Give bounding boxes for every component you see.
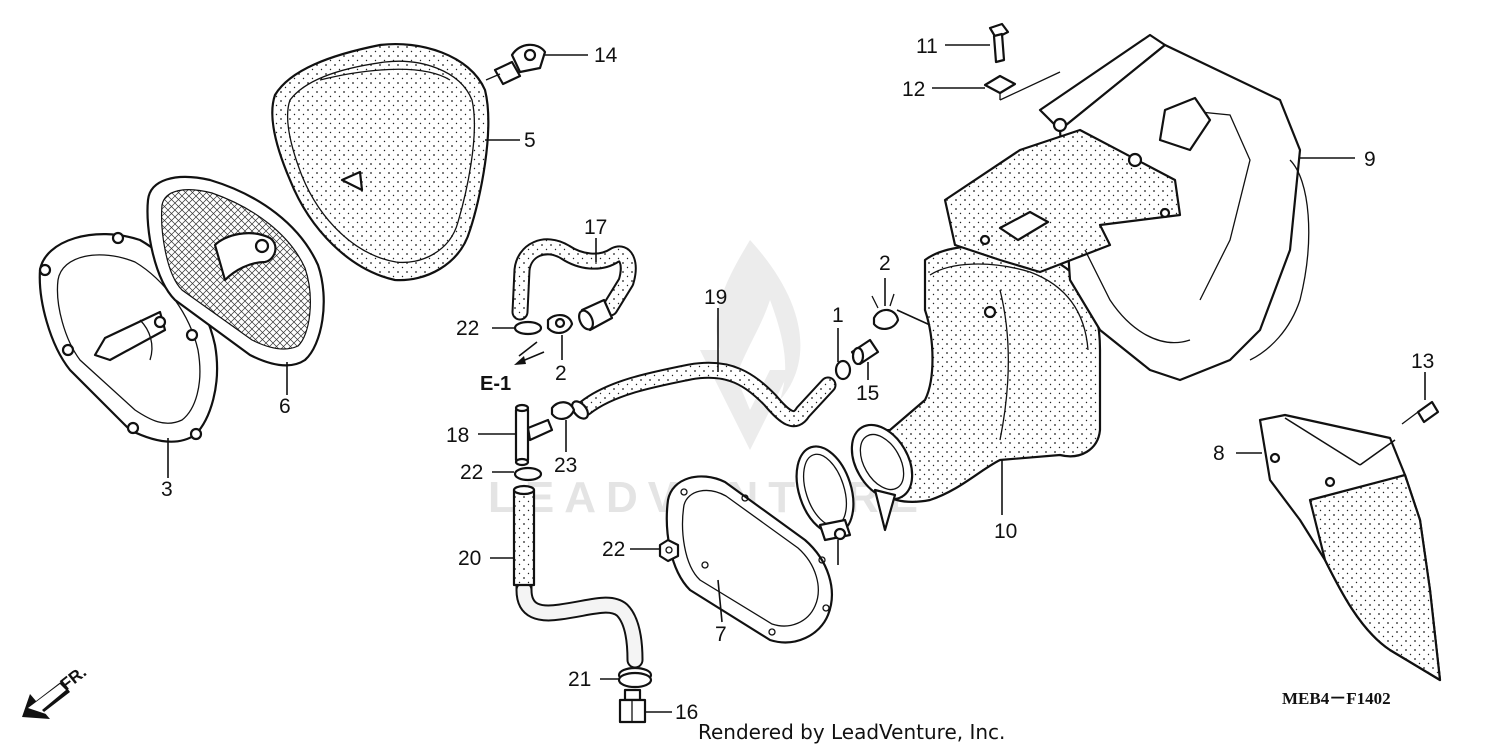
label-14: 18: [446, 424, 469, 447]
part-15-breather-hose: [570, 361, 837, 428]
label-22b: 22: [460, 461, 483, 484]
label-22c: 23: [554, 454, 577, 477]
label-2b: 2: [879, 252, 891, 275]
label-17: 21: [568, 668, 591, 691]
label-7: 8: [1213, 442, 1225, 465]
label-e1: E-1: [480, 373, 511, 395]
leader-lines: [167, 44, 1426, 713]
part-18-bolt: [988, 22, 1010, 64]
part-1-clip: [834, 359, 852, 381]
rendered-by-credit: Rendered by LeadVenture, Inc.: [698, 720, 1005, 744]
label-1: 1: [832, 304, 844, 327]
part-9-connecting-tube: [850, 244, 1102, 532]
part-2-clip-right: [871, 293, 900, 330]
label-2a: 2: [555, 362, 567, 385]
part-7-mud-guard: [1258, 413, 1442, 682]
label-4: 5: [524, 129, 536, 152]
label-20: 13: [1411, 350, 1434, 373]
part-4-foam-filter: [271, 43, 490, 282]
label-6: 7: [715, 623, 727, 646]
leader-19-case: [999, 71, 1061, 101]
label-16: 20: [458, 547, 481, 570]
label-12: 16: [675, 701, 698, 724]
part-19-nut-clip: [983, 74, 1017, 100]
part-16-drain-tube: [512, 484, 644, 669]
label-11: 15: [856, 382, 879, 405]
part-8-air-cleaner-case: [943, 33, 1310, 382]
part-12-drain-plug: [618, 688, 647, 724]
label-18: 11: [916, 35, 938, 58]
part-14-joint: [514, 403, 554, 467]
front-arrow-icon: [22, 681, 70, 719]
label-22a: 22: [456, 317, 479, 340]
front-direction-indicator: FR.: [22, 662, 90, 719]
part-10-screw: [485, 43, 547, 86]
label-15: 19: [704, 286, 727, 309]
part-20-screw: [1401, 400, 1440, 425]
hose-clips-upper: [513, 314, 574, 336]
part-labels: 14 5 6 3 17 22 2 E-1 18 22 23 20 21 16 1…: [161, 35, 1434, 724]
part-6-gasket: [665, 475, 833, 644]
gasket-hole-icons: [680, 488, 830, 636]
label-21: 22: [602, 538, 625, 561]
hose-clips-middle: [513, 401, 576, 482]
part-21-nut: [658, 538, 680, 563]
part-11-joint: [850, 338, 880, 366]
part-17-clip: [617, 666, 653, 689]
label-5: 6: [279, 395, 291, 418]
label-9: 10: [994, 520, 1017, 543]
label-3: 3: [161, 478, 173, 501]
label-10: 14: [594, 44, 618, 67]
diagram-code: MEB4－F1402: [1282, 689, 1391, 708]
part-13-breather-hose: [511, 238, 637, 332]
part-23-band-clamp: [795, 445, 855, 542]
label-8: 9: [1364, 148, 1376, 171]
label-13: 17: [584, 216, 607, 239]
bolt-icon: [38, 231, 203, 441]
label-19: 12: [902, 78, 925, 101]
part-5-air-cleaner-element: [146, 175, 325, 367]
